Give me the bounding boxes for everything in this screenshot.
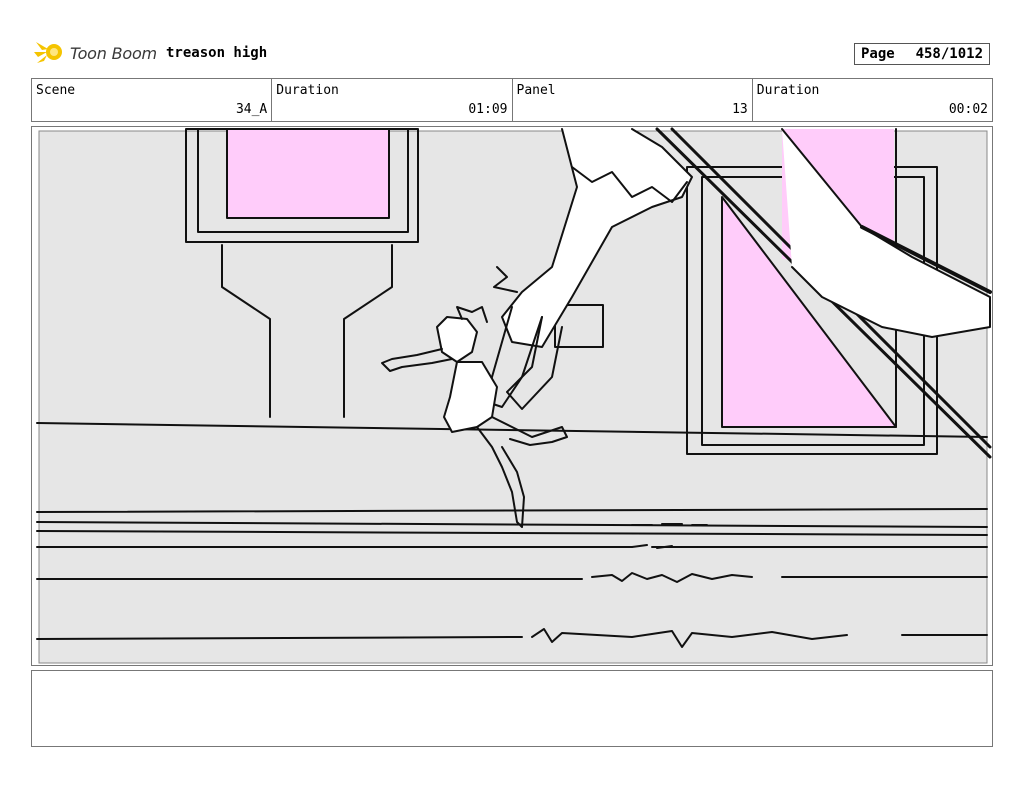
- scene-duration-value: 01:09: [468, 102, 508, 117]
- floor-line-1: [36, 508, 988, 513]
- panel-label: Panel: [516, 83, 556, 98]
- scene-label: Scene: [36, 83, 76, 98]
- small-character-head: [436, 316, 478, 363]
- panel-duration-cell: Duration 00:02: [753, 79, 992, 121]
- panel-duration-label: Duration: [756, 83, 820, 98]
- small-character-leg-1: [476, 426, 525, 528]
- large-figure-torso: [501, 128, 693, 348]
- wall-line: [36, 422, 988, 438]
- panel-duration-value: 00:02: [948, 102, 988, 117]
- storyboard-panel: [31, 126, 993, 666]
- floor-scribble-2: [531, 628, 848, 648]
- floor-line-3: [36, 530, 988, 536]
- panel-info-row: Scene 34_A Duration 01:09 Panel 13 Durat…: [31, 78, 993, 122]
- panel-drawing: [36, 127, 992, 664]
- floor-dashes: [631, 523, 708, 549]
- small-character-leg-2: [491, 416, 568, 446]
- small-character-hand-spikes: [493, 266, 518, 293]
- toon-boom-logo: Toon Boom: [34, 38, 157, 68]
- right-window-pane: [721, 196, 897, 428]
- panel-notes-box: [31, 670, 993, 747]
- scene-value: 34_A: [235, 102, 268, 117]
- toon-boom-logo-icon: [34, 42, 62, 63]
- floor-scribble-1: [591, 572, 753, 583]
- left-window-support: [221, 244, 393, 418]
- panel-value: 13: [732, 102, 748, 117]
- floor-line-6: [36, 634, 988, 640]
- page-value: 458/1012: [915, 46, 983, 62]
- panel-cell: Panel 13: [513, 79, 753, 121]
- floor-line-2: [36, 521, 988, 528]
- large-figure-arm-2: [506, 316, 563, 410]
- small-character-arm: [381, 348, 453, 372]
- logo-text: Toon Boom: [70, 43, 157, 63]
- page-label: Page: [861, 46, 895, 62]
- left-window-pane: [226, 128, 390, 219]
- scene-cell: Scene 34_A: [32, 79, 273, 121]
- small-character-hair: [456, 306, 488, 323]
- large-figure-hem: [571, 166, 688, 203]
- project-title: treason high: [166, 45, 268, 61]
- scene-duration-cell: Duration 01:09: [272, 79, 513, 121]
- page-indicator: Page 458/1012: [854, 43, 990, 65]
- floor-line-5: [36, 576, 988, 580]
- scene-duration-label: Duration: [276, 83, 339, 98]
